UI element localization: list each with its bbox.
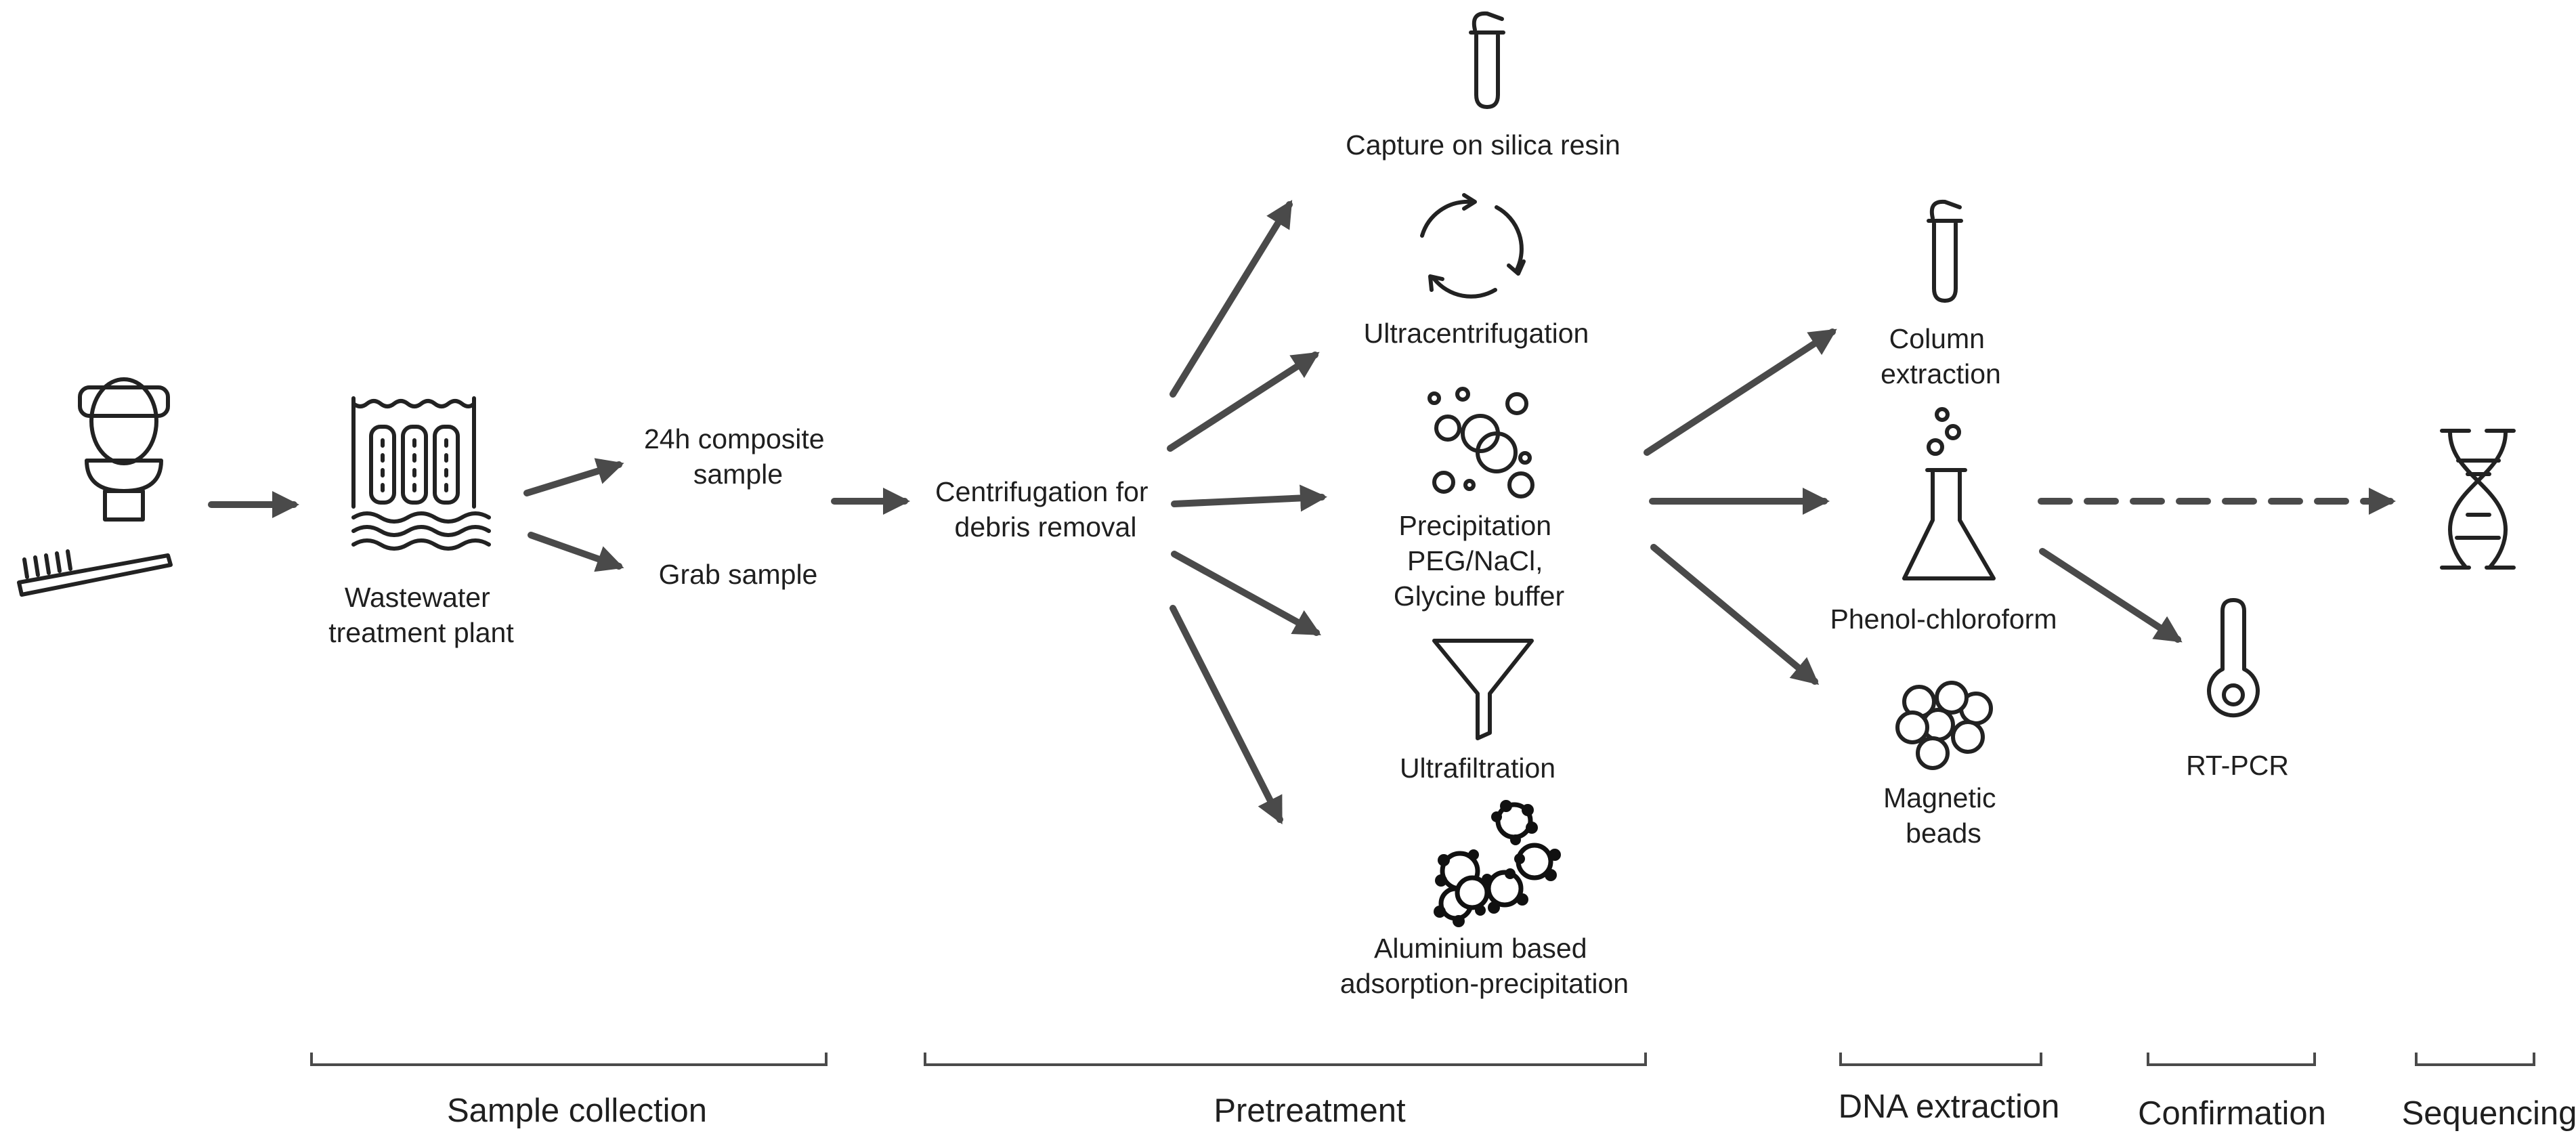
section-confirmation: Confirmation: [2138, 1095, 2326, 1132]
phenol-chloroform-label: Phenol-chloroform: [1830, 603, 2057, 635]
arrow-to-magnetic: [1650, 544, 1820, 685]
section-dna-extraction: DNA extraction: [1839, 1088, 2060, 1125]
arrow-to-ultrafiltration: [1171, 551, 1322, 636]
centrifugation-label: Centrifugation for debris removal: [935, 476, 1156, 543]
precipitation-label: Precipitation PEG/NaCl, Glycine buffer: [1394, 510, 1564, 612]
flask-icon: [1902, 407, 1996, 580]
arrow-to-composite: [523, 458, 624, 496]
arrow-to-aluminium: [1169, 605, 1283, 825]
toilet-icon: [78, 377, 170, 522]
section-sequencing: Sequencing: [2402, 1095, 2576, 1132]
section-pretreatment: Pretreatment: [1214, 1092, 1406, 1129]
magnetic-beads-label: Magnetic beads: [1883, 782, 2004, 849]
arrow-to-silica: [1169, 200, 1293, 398]
beads-icon: [1895, 681, 1993, 770]
bracket-pretreatment: [924, 1053, 1647, 1066]
thermometer-icon: [2207, 598, 2260, 718]
bubbles-icon: [1427, 387, 1534, 498]
arrow-to-ultracentrifugation: [1167, 352, 1320, 452]
test-tube-icon: [1469, 11, 1505, 109]
column-extraction-label: Column extraction: [1881, 323, 2001, 389]
rtpcr-label: RT-PCR: [2186, 750, 2289, 781]
wwtp-label: Wastewater treatment plant: [328, 582, 514, 648]
dna-helix-icon: [2440, 429, 2516, 570]
ultrafiltration-label: Ultrafiltration: [1400, 752, 1555, 784]
bracket-dna: [1839, 1053, 2042, 1066]
arrow-to-grab: [528, 532, 624, 572]
grab-sample-label: Grab sample: [659, 559, 818, 590]
toothbrush-icon: [17, 549, 173, 597]
silica-label: Capture on silica resin: [1346, 129, 1620, 161]
funnel-icon: [1432, 639, 1534, 740]
bracket-collection: [310, 1053, 828, 1066]
test-tube-icon: [1927, 199, 1963, 303]
arrow-to-column: [1644, 328, 1837, 456]
flow-arrows: [208, 200, 2396, 825]
wastewater-plant-icon: [351, 396, 491, 551]
virus-particles-icon: [1434, 800, 1561, 927]
recycle-arrows-icon: [1420, 193, 1526, 299]
composite-sample-label: 24h composite sample: [644, 423, 832, 490]
ultracentrifugation-label: Ultracentrifugation: [1364, 318, 1589, 349]
aluminium-label: Aluminium based adsorption-precipitation: [1340, 933, 1629, 999]
bracket-sequencing: [2415, 1053, 2535, 1066]
arrow-to-rtpcr: [2039, 548, 2183, 643]
section-brackets: [310, 1053, 2535, 1066]
bracket-confirmation: [2147, 1053, 2316, 1066]
section-sample-collection: Sample collection: [447, 1092, 707, 1129]
arrow-to-precipitation: [1171, 484, 1327, 512]
